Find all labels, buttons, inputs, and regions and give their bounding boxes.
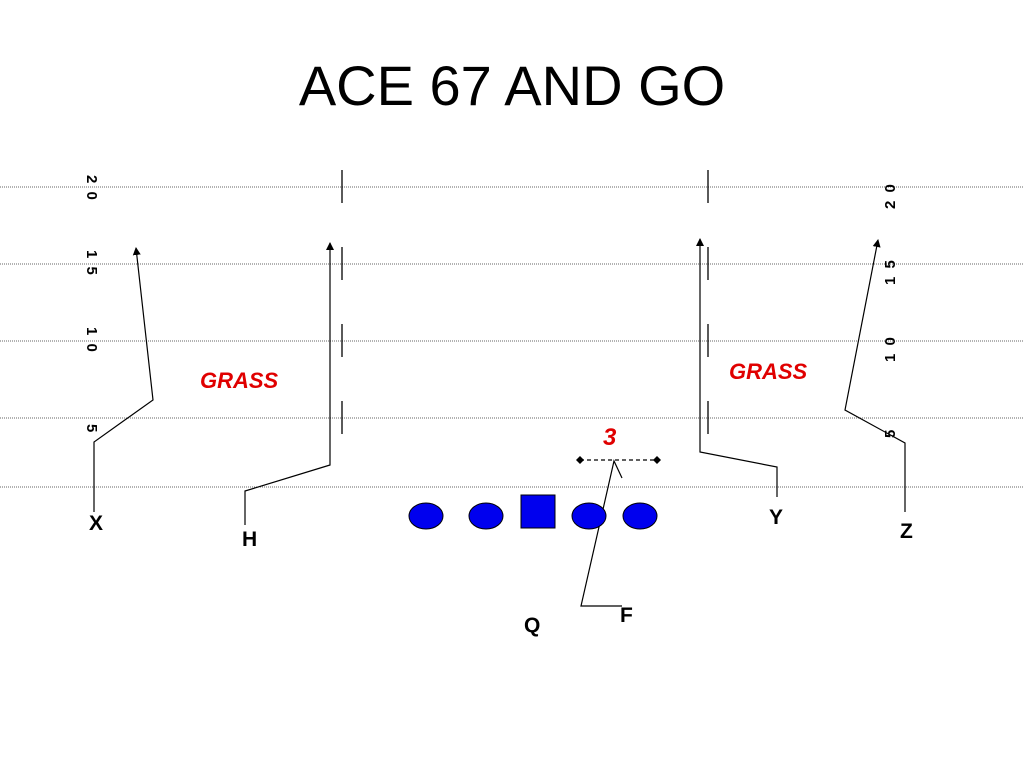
- grass-label-right: GRASS: [729, 359, 808, 384]
- yard-number-20-right: 2 0: [882, 182, 899, 209]
- lineman: [571, 502, 607, 530]
- yard-numbers-right: 2 0 1 5 1 0 5: [882, 182, 899, 438]
- offensive-line: [408, 494, 658, 530]
- player-label-f: F: [620, 604, 633, 627]
- route-y: [696, 238, 778, 497]
- yard-number-10-left: 1 0: [83, 327, 100, 354]
- play-title: ACE 67 AND GO: [298, 54, 726, 117]
- route-x: [93, 247, 154, 512]
- zone-marker: [576, 456, 661, 464]
- yard-number-5-right: 5: [882, 430, 899, 438]
- route-f: [580, 459, 623, 607]
- lineman: [408, 502, 444, 530]
- number-label: 3: [603, 424, 617, 451]
- yard-number-15-left: 1 5: [83, 250, 100, 277]
- route-h: [244, 242, 334, 525]
- player-label-z: Z: [900, 520, 913, 543]
- yard-number-15-right: 1 5: [882, 258, 899, 285]
- center: [520, 494, 556, 529]
- yard-number-5-left: 5: [83, 424, 100, 432]
- player-label-q: Q: [524, 614, 540, 637]
- yard-lines: [0, 186, 1024, 488]
- zone-end-left: [576, 456, 584, 464]
- routes: [93, 238, 906, 607]
- player-label-y: Y: [769, 506, 783, 529]
- yard-number-20-left: 2 0: [83, 175, 100, 202]
- hash-marks: [341, 170, 709, 434]
- lineman: [622, 502, 658, 530]
- yard-numbers-left: 2 0 1 5 1 0 5: [83, 175, 100, 432]
- grass-label-left: GRASS: [200, 368, 279, 393]
- zone-end-right: [653, 456, 661, 464]
- player-labels: X H Y Z Q F: [89, 506, 913, 637]
- player-label-x: X: [89, 512, 103, 535]
- lineman: [468, 502, 504, 530]
- player-label-h: H: [242, 528, 257, 551]
- route-z: [844, 239, 906, 512]
- yard-number-10-right: 1 0: [882, 335, 899, 362]
- annotations: GRASS GRASS 3: [200, 359, 808, 451]
